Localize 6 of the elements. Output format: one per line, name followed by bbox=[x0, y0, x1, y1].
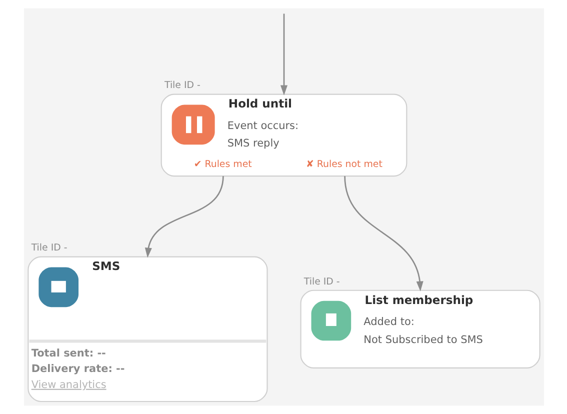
arrow bbox=[280, 14, 288, 96]
node-label: Tile ID - bbox=[164, 80, 200, 92]
arrow bbox=[344, 176, 423, 292]
node-label: Tile ID - bbox=[30, 242, 67, 254]
arrow bbox=[144, 176, 224, 258]
node-label: Tile ID - bbox=[303, 276, 340, 288]
